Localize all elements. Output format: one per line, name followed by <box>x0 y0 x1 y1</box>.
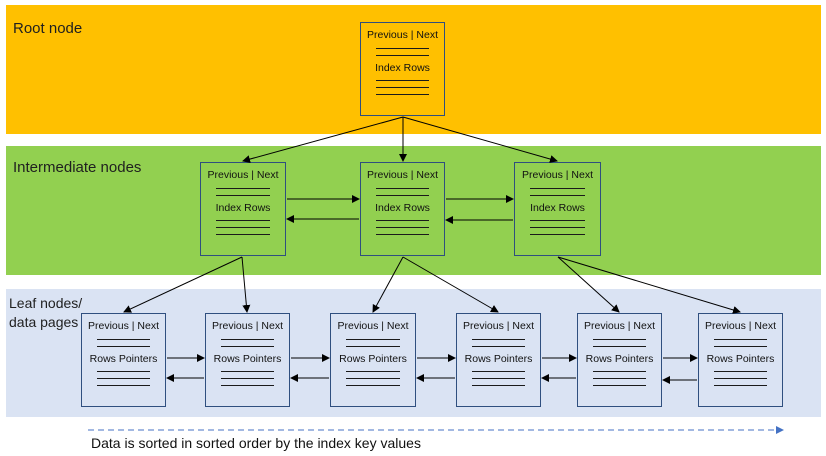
node-line <box>530 188 585 189</box>
node-line <box>714 346 767 347</box>
node-line <box>221 339 274 340</box>
node-line <box>714 339 767 340</box>
node-line <box>216 195 270 196</box>
node-line <box>216 234 270 235</box>
node-line <box>346 339 400 340</box>
node-line <box>472 339 525 340</box>
node-line <box>376 195 429 196</box>
node-line <box>593 339 646 340</box>
node-line <box>97 339 150 340</box>
leaf-node-page-5: Previous | Next Rows Pointers <box>577 313 662 407</box>
node-line <box>221 378 274 379</box>
node-body: Rows Pointers <box>339 353 407 365</box>
node-header: Previous | Next <box>207 169 279 181</box>
node-line <box>216 220 270 221</box>
leaf-node-page-6: Previous | Next Rows Pointers <box>698 313 783 407</box>
node-line <box>472 378 525 379</box>
node-line <box>346 378 400 379</box>
node-line <box>376 80 429 81</box>
node-line <box>593 385 646 386</box>
node-line <box>714 385 767 386</box>
node-body: Index Rows <box>375 62 430 74</box>
node-body: Rows Pointers <box>89 353 158 365</box>
node-line <box>97 346 150 347</box>
node-line <box>472 346 525 347</box>
node-line <box>221 385 274 386</box>
node-line <box>376 227 429 228</box>
leaf-node-page-2: Previous | Next Rows Pointers <box>205 313 290 407</box>
root-node-page: Previous | Next Index Rows <box>360 22 445 116</box>
node-line <box>593 378 646 379</box>
node-line <box>346 346 400 347</box>
root-node-label: Root node <box>13 20 83 37</box>
node-body: Index Rows <box>530 202 585 214</box>
node-body: Rows Pointers <box>213 353 282 365</box>
node-header: Previous | Next <box>366 169 438 181</box>
leaf-node-page-3: Previous | Next Rows Pointers <box>330 313 416 407</box>
node-line <box>472 385 525 386</box>
node-line <box>346 371 400 372</box>
node-line <box>714 371 767 372</box>
node-line <box>216 227 270 228</box>
sorted-order-caption: Data is sorted in sorted order by the in… <box>91 435 421 451</box>
leaf-node-page-4: Previous | Next Rows Pointers <box>456 313 541 407</box>
node-line <box>593 371 646 372</box>
node-line <box>221 371 274 372</box>
node-line <box>376 94 429 95</box>
intermediate-node-page-1: Previous | Next Index Rows <box>200 162 286 256</box>
node-body: Rows Pointers <box>464 353 533 365</box>
node-header: Previous | Next <box>337 320 409 332</box>
node-line <box>346 385 400 386</box>
node-line <box>97 385 150 386</box>
node-line <box>97 378 150 379</box>
node-header: Previous | Next <box>87 320 159 332</box>
leaf-node-page-1: Previous | Next Rows Pointers <box>81 313 166 407</box>
root-band <box>6 5 821 134</box>
node-line <box>221 346 274 347</box>
intermediate-nodes-label: Intermediate nodes <box>13 159 142 176</box>
intermediate-node-page-3: Previous | Next Index Rows <box>514 162 601 256</box>
node-header: Previous | Next <box>583 320 655 332</box>
node-body: Index Rows <box>215 202 271 214</box>
intermediate-band <box>6 146 821 275</box>
node-line <box>714 378 767 379</box>
node-body: Rows Pointers <box>706 353 775 365</box>
intermediate-node-page-2: Previous | Next Index Rows <box>360 162 445 256</box>
leaf-nodes-label: Leaf nodes/ data pages <box>9 295 83 330</box>
node-line <box>376 220 429 221</box>
node-line <box>530 220 585 221</box>
node-line <box>216 188 270 189</box>
node-header: Previous | Next <box>462 320 534 332</box>
node-line <box>530 195 585 196</box>
node-header: Previous | Next <box>521 169 593 181</box>
node-body: Index Rows <box>375 202 430 214</box>
node-line <box>472 371 525 372</box>
node-line <box>376 55 429 56</box>
node-header: Previous | Next <box>211 320 283 332</box>
node-line <box>376 87 429 88</box>
node-line <box>593 346 646 347</box>
node-line <box>376 234 429 235</box>
node-line <box>530 234 585 235</box>
node-header: Previous | Next <box>366 29 438 41</box>
node-header: Previous | Next <box>704 320 776 332</box>
node-line <box>376 48 429 49</box>
node-line <box>376 188 429 189</box>
node-line <box>97 371 150 372</box>
node-line <box>530 227 585 228</box>
node-body: Rows Pointers <box>585 353 654 365</box>
